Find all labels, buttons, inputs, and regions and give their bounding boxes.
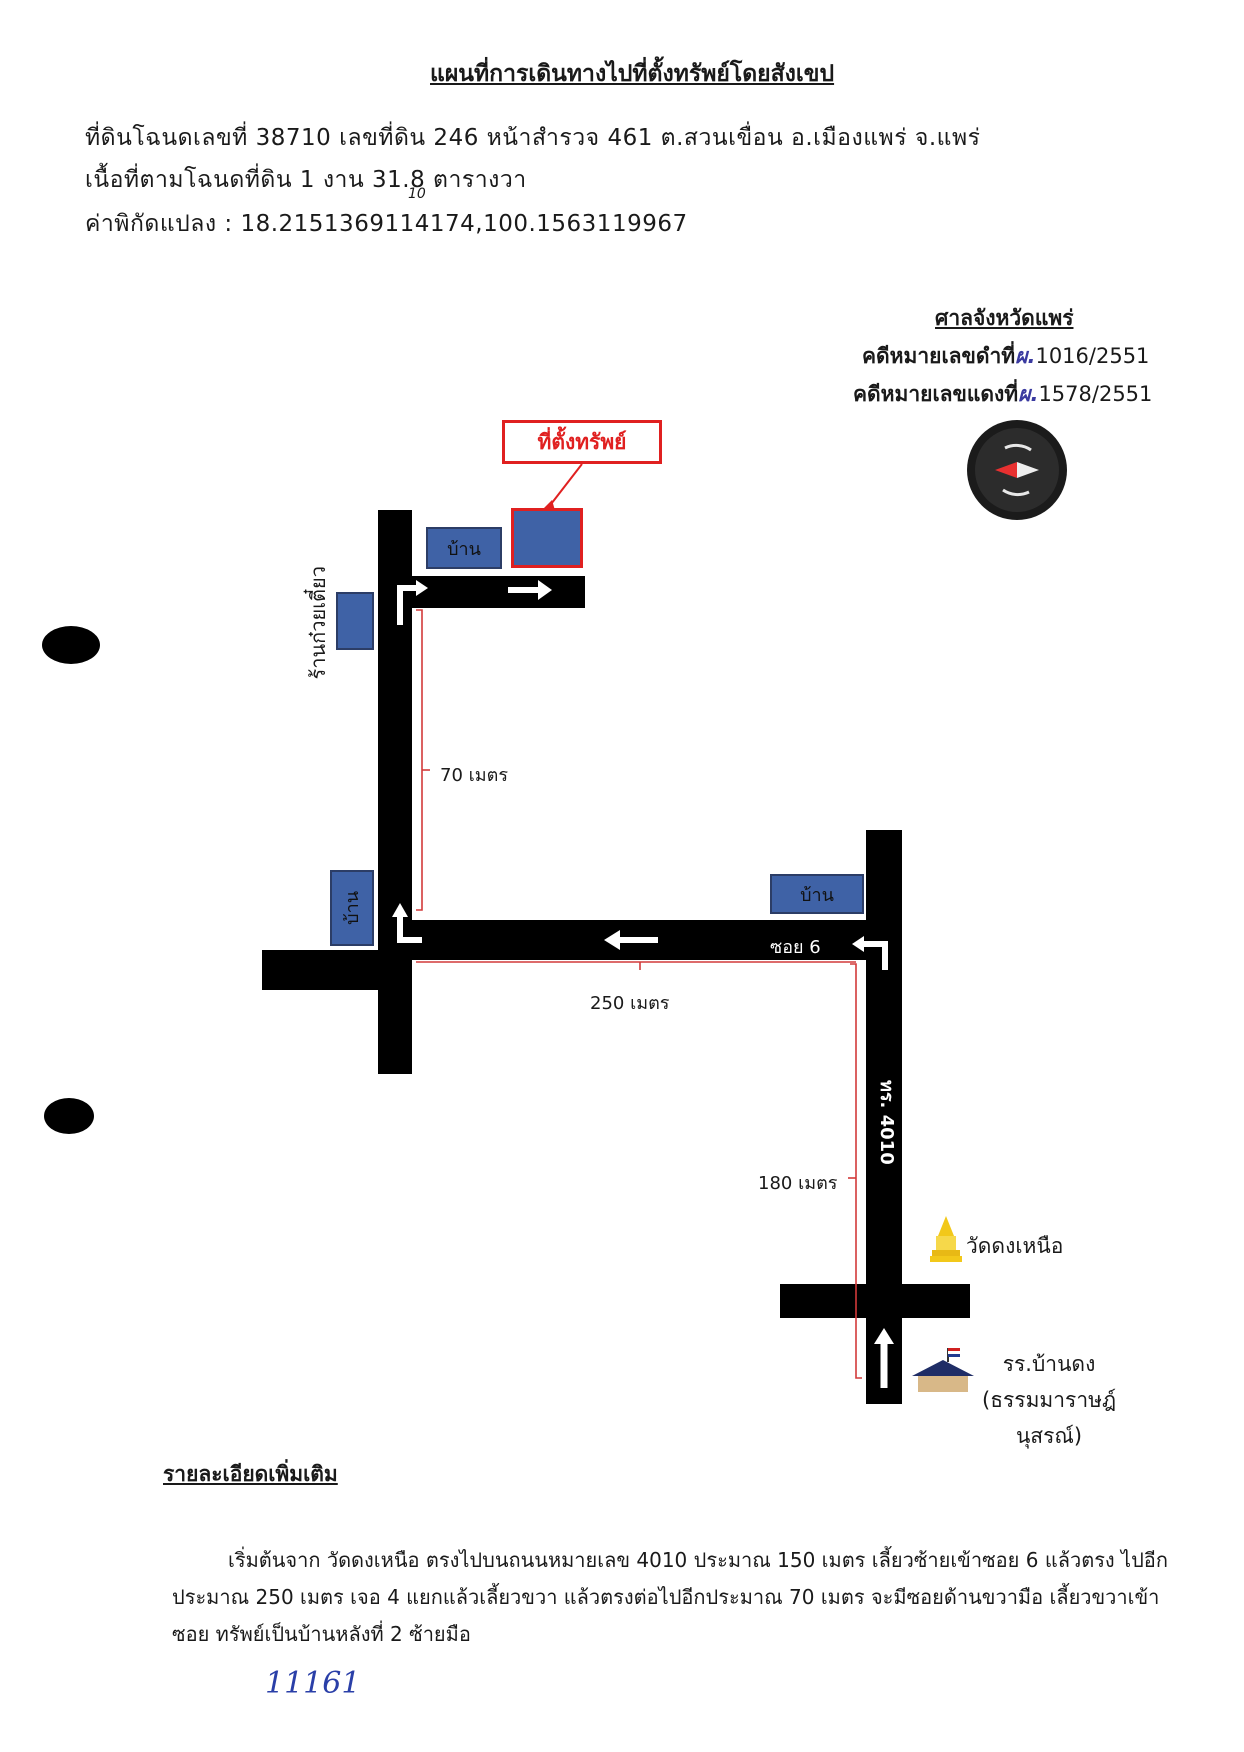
- black-case-value: 1016/2551: [1035, 344, 1150, 368]
- property-location-label: ที่ตั้งทรัพย์: [502, 420, 662, 464]
- handwritten-note: 11161: [265, 1666, 361, 1701]
- red-case-number: คดีหมายเลขแดงที่ผ.1578/2551: [853, 378, 1152, 411]
- red-case-mark: ผ.: [1018, 382, 1039, 406]
- temple-label: วัดดงเหนือ: [966, 1234, 1064, 1258]
- black-case-label: คดีหมายเลขดำที่: [862, 344, 1016, 368]
- temple-cross-road: [780, 1284, 970, 1318]
- distance-70m-label: 70 เมตร: [440, 765, 509, 786]
- west-cross-road: [262, 950, 410, 990]
- turn-right-arrow-icon: [397, 585, 416, 625]
- area-info-line: เนื้อที่ตามโฉนดที่ดิน 1 งาน 31.8 ตารางวา: [85, 167, 527, 193]
- route-180m-bracket: [850, 963, 862, 1379]
- property-location-marker: [511, 508, 583, 568]
- house-label: บ้าน: [447, 538, 481, 560]
- temple-icon: [928, 1214, 964, 1266]
- house-marker: บ้าน: [330, 870, 374, 946]
- area-handwritten-annotation: 10: [408, 186, 426, 202]
- compass-icon: [965, 418, 1069, 522]
- house-label: บ้าน: [341, 891, 363, 925]
- details-heading: รายละเอียดเพิ่มเติม: [163, 1462, 338, 1486]
- noodle-shop-label: ร้านก๋วยเตี๋ยว: [306, 566, 330, 680]
- noodle-shop-marker: [336, 592, 374, 650]
- house-marker: บ้าน: [770, 874, 864, 914]
- property-soi-road: [412, 576, 585, 608]
- ink-smudge: [42, 626, 100, 664]
- court-name: ศาลจังหวัดแพร่: [935, 306, 1074, 330]
- page-title: แผนที่การเดินทางไปที่ตั้งทรัพย์โดยสังเขป: [430, 61, 835, 87]
- house-marker: บ้าน: [426, 527, 502, 569]
- route-70m-bracket: [416, 609, 423, 911]
- distance-250m-label: 250 เมตร: [590, 993, 670, 1014]
- school-icon: [910, 1346, 976, 1394]
- details-paragraph: เริ่มต้นจาก วัดดงเหนือ ตรงไปบนถนนหมายเลข…: [172, 1548, 1168, 1646]
- black-case-mark: ผ.: [1015, 344, 1036, 368]
- soi-6-label: ซอย 6: [770, 937, 821, 958]
- turn-left-arrow-icon: [397, 915, 422, 943]
- highway-4010-label: ทร. 4010: [876, 1080, 897, 1165]
- coordinate-line: ค่าพิกัดแปลง : 18.2151369114174,100.1563…: [85, 211, 688, 237]
- turn-left-arrow-icon: [862, 941, 888, 970]
- red-case-label: คดีหมายเลขแดงที่: [853, 382, 1019, 406]
- ink-smudge: [44, 1098, 94, 1134]
- deed-info-line: ที่ดินโฉนดเลขที่ 38710 เลขที่ดิน 246 หน้…: [85, 125, 981, 151]
- black-case-number: คดีหมายเลขดำที่ผ.1016/2551: [862, 340, 1149, 373]
- red-case-value: 1578/2551: [1038, 382, 1153, 406]
- distance-180m-label: 180 เมตร: [758, 1173, 838, 1194]
- house-label: บ้าน: [800, 884, 834, 906]
- school-label: รร.บ้านดง (ธรรมมาราษฎ์ นุสรณ์): [982, 1352, 1117, 1448]
